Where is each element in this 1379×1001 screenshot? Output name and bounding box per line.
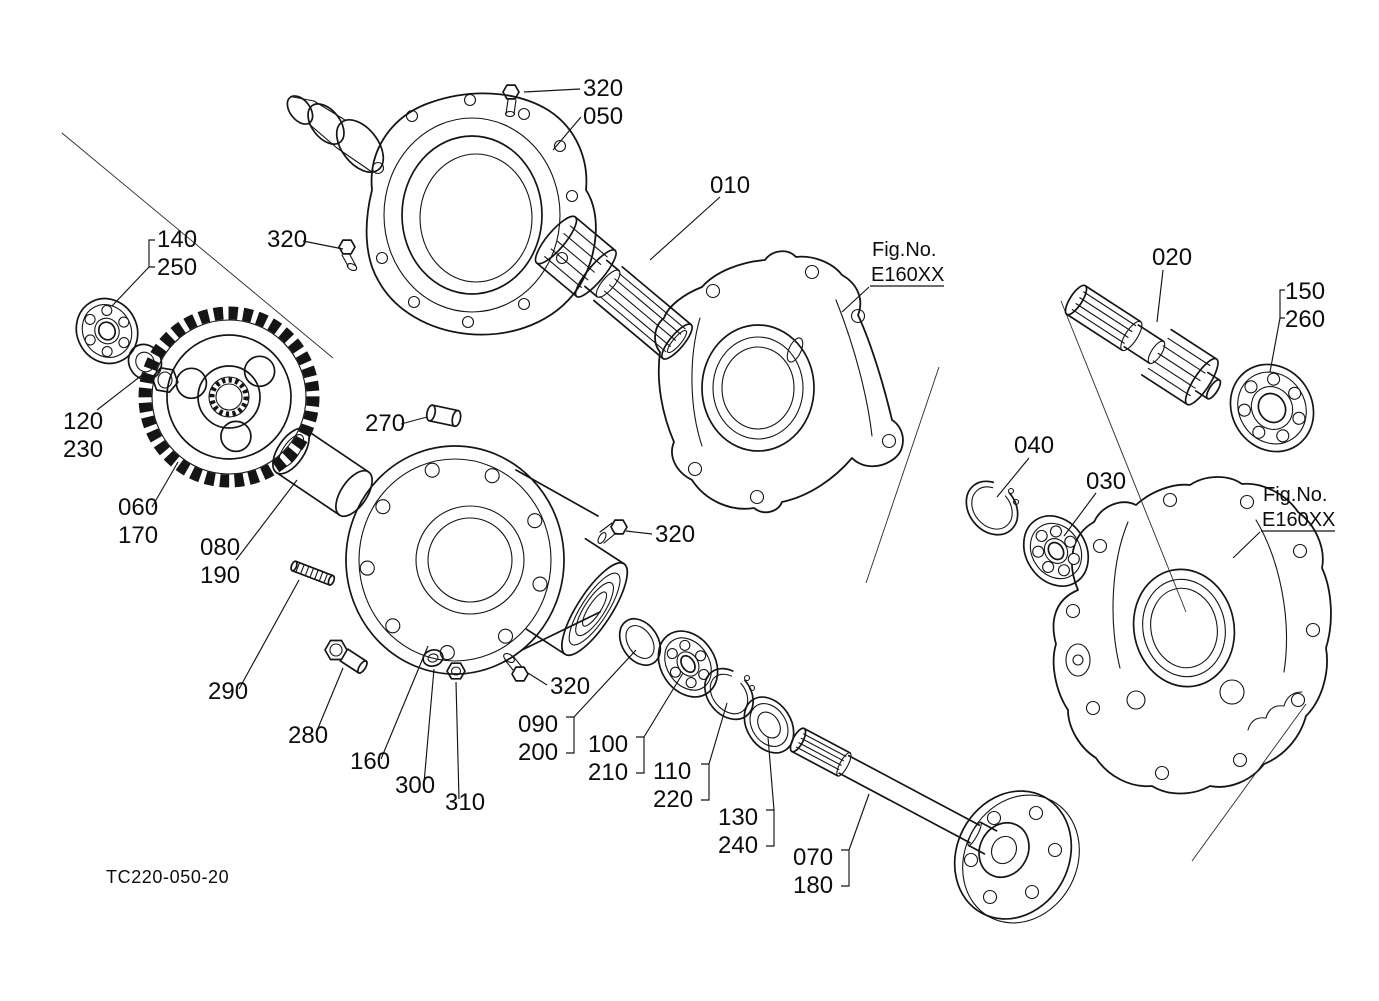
part-090-200-shim (618, 618, 662, 666)
part-100-210-bearing (657, 630, 719, 698)
fig-ref-b-code: E160XX (1262, 509, 1335, 531)
part-050-axle-cover (286, 92, 597, 336)
callout-240: 240 (718, 832, 758, 859)
callout-060: 060 (118, 494, 158, 521)
bolt-320-mid (597, 519, 628, 544)
part-060-170-gear (138, 306, 320, 488)
callout-260: 260 (1285, 306, 1325, 333)
callout-290: 290 (208, 678, 248, 705)
fig-ref-a-label: Fig.No. (872, 239, 936, 261)
callout-310: 310 (445, 789, 485, 816)
callout-130: 130 (718, 804, 758, 831)
callout-170: 170 (118, 522, 158, 549)
callout-labels: 320 050 010 020 150 260 140 250 320 120 … (63, 75, 1325, 899)
part-310-nut (446, 662, 466, 680)
part-010-pinion-shaft (534, 215, 694, 360)
part-320-bolts (338, 84, 628, 682)
callout-110: 110 (653, 758, 691, 785)
leader-lines (96, 88, 1285, 887)
part-030-bearing (1022, 515, 1090, 587)
callout-050: 050 (583, 103, 623, 130)
part-rear-gear-case (1052, 476, 1332, 795)
part-280-plug (324, 639, 368, 674)
callout-040: 040 (1014, 432, 1054, 459)
part-290-stud (290, 560, 336, 586)
callout-140: 140 (157, 226, 197, 253)
callout-180: 180 (793, 872, 833, 899)
fig-ref-b: Fig.No. E160XX (1232, 484, 1335, 559)
part-270-pin (425, 404, 462, 428)
phantom-lines (61, 132, 1307, 862)
callout-320-top: 320 (583, 75, 623, 102)
fig-ref-a-code: E160XX (871, 264, 944, 286)
callout-220: 220 (653, 786, 693, 813)
callout-250: 250 (157, 254, 197, 281)
callout-200: 200 (518, 739, 558, 766)
fig-ref-b-label: Fig.No. (1263, 484, 1327, 506)
fig-ref-a: Fig.No. E160XX (841, 239, 944, 313)
callout-300: 300 (395, 772, 435, 799)
callout-230: 230 (63, 436, 103, 463)
callout-150: 150 (1285, 278, 1325, 305)
drawing-number: TC220-050-20 (106, 867, 229, 887)
callout-280: 280 (288, 722, 328, 749)
part-150-260-bearing (1229, 363, 1315, 453)
part-130-240-seal (743, 696, 795, 754)
part-080-190-collar (272, 427, 373, 518)
callout-070: 070 (793, 844, 833, 871)
callout-120: 120 (63, 408, 103, 435)
callout-270: 270 (365, 410, 405, 437)
callout-030: 030 (1086, 468, 1126, 495)
cover-boss (286, 95, 385, 173)
part-070-180-axle-shaft (789, 727, 1080, 924)
callout-210: 210 (588, 759, 628, 786)
part-center-gear-case (654, 250, 904, 514)
callout-320-low: 320 (550, 673, 590, 700)
bolt-320-left (338, 239, 358, 271)
part-020-spline-shaft (1064, 284, 1222, 406)
callout-320-left: 320 (267, 226, 307, 253)
callout-020: 020 (1152, 244, 1192, 271)
callout-320-mid: 320 (655, 521, 695, 548)
callout-100: 100 (588, 731, 628, 758)
bolt-320-low (503, 652, 529, 682)
callout-080: 080 (200, 534, 240, 561)
part-040-snap-ring (965, 480, 1020, 536)
bolt-320-top (502, 84, 520, 118)
callout-160: 160 (350, 748, 390, 775)
part-110-220-snap-ring (704, 667, 756, 721)
callout-190: 190 (200, 562, 240, 589)
callout-090: 090 (518, 711, 558, 738)
callout-010: 010 (710, 172, 750, 199)
part-140-250-bearing (75, 297, 139, 365)
part-160-axle-case (345, 445, 629, 675)
part-300-washer (422, 649, 444, 667)
